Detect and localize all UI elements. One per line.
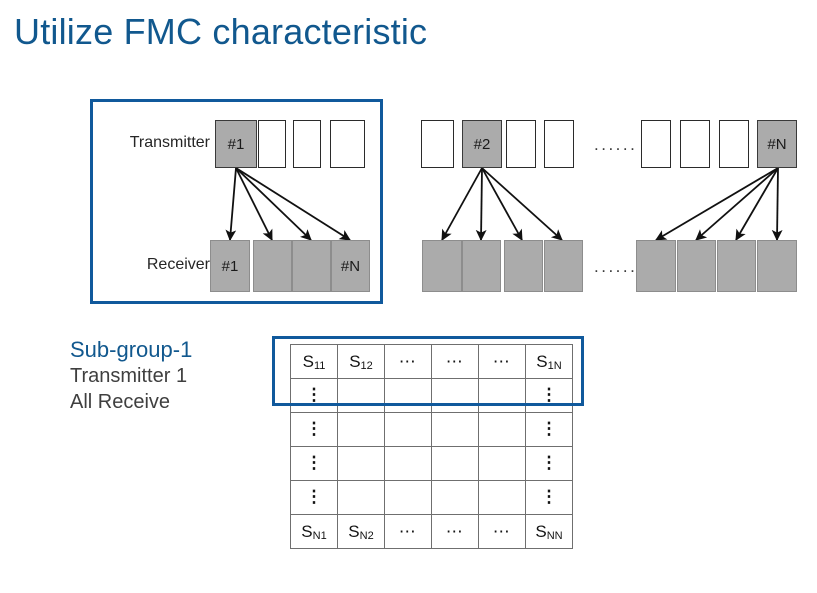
sub-group-1-highlight bbox=[90, 99, 383, 304]
group-separator-dots-bottom: ...... bbox=[594, 257, 638, 276]
caption-line-transmitter: Transmitter 1 bbox=[70, 365, 188, 388]
matrix-cell-r3-c2[interactable] bbox=[337, 412, 385, 447]
matrix-cell-r1-c3[interactable]: ⋯ bbox=[384, 344, 432, 379]
transmitter-box-g1-1[interactable]: #1 bbox=[215, 120, 257, 168]
matrix-row: ⋮ ⋮ bbox=[290, 378, 573, 413]
matrix-cell-r2-c5[interactable] bbox=[478, 378, 526, 413]
transmitter-box-g2-2[interactable]: #2 bbox=[462, 120, 502, 168]
matrix-cell-r4-c6[interactable]: ⋮ bbox=[525, 446, 573, 481]
receiver-box-g2-1[interactable] bbox=[422, 240, 462, 292]
matrix-cell-r5-c6[interactable]: ⋮ bbox=[525, 480, 573, 515]
receiver-box-gn-4[interactable] bbox=[757, 240, 797, 292]
arrows-group-2 bbox=[441, 167, 563, 242]
transmitter-box-gn-3[interactable] bbox=[719, 120, 749, 168]
matrix-row: ⋮ ⋮ bbox=[290, 480, 573, 515]
transmitter-box-gn-2[interactable] bbox=[680, 120, 710, 168]
transmitter-box-g1-2[interactable] bbox=[258, 120, 286, 168]
receiver-box-gn-1[interactable] bbox=[636, 240, 676, 292]
transmitter-box-g2-1[interactable] bbox=[421, 120, 454, 168]
matrix-cell-r6-c3[interactable]: ⋯ bbox=[384, 514, 432, 549]
matrix-cell-r6-c2[interactable]: SN2 bbox=[337, 514, 385, 549]
matrix-cell-r1-c2[interactable]: S12 bbox=[337, 344, 385, 379]
matrix-cell-r2-c3[interactable] bbox=[384, 378, 432, 413]
matrix-cell-r2-c1[interactable]: ⋮ bbox=[290, 378, 338, 413]
receiver-box-g1-1[interactable]: #1 bbox=[210, 240, 250, 292]
transmitter-box-g2-4[interactable] bbox=[544, 120, 574, 168]
matrix-row-1-highlight bbox=[272, 336, 584, 406]
matrix-cell-r3-c1[interactable]: ⋮ bbox=[290, 412, 338, 447]
matrix-cell-r4-c3[interactable] bbox=[384, 446, 432, 481]
matrix-cell-r4-c1[interactable]: ⋮ bbox=[290, 446, 338, 481]
matrix-cell-r3-c6[interactable]: ⋮ bbox=[525, 412, 573, 447]
matrix-cell-r4-c2[interactable] bbox=[337, 446, 385, 481]
matrix-cell-r2-c2[interactable] bbox=[337, 378, 385, 413]
matrix-cell-r5-c4[interactable] bbox=[431, 480, 479, 515]
transmitter-box-gn-1[interactable] bbox=[641, 120, 671, 168]
matrix-cell-r3-c5[interactable] bbox=[478, 412, 526, 447]
arrows-group-n bbox=[655, 167, 783, 242]
matrix-cell-r1-c5[interactable]: ⋯ bbox=[478, 344, 526, 379]
caption-block: Sub-group-1 Transmitter 1 All Receive bbox=[70, 336, 270, 415]
receiver-box-g2-4[interactable] bbox=[544, 240, 583, 292]
group-separator-dots-top: ...... bbox=[594, 135, 638, 154]
matrix-cell-r1-c4[interactable]: ⋯ bbox=[431, 344, 479, 379]
transmitter-box-g2-3[interactable] bbox=[506, 120, 536, 168]
transmitter-box-g1-4[interactable] bbox=[330, 120, 365, 168]
matrix-cell-r6-c5[interactable]: ⋯ bbox=[478, 514, 526, 549]
receiver-box-g2-2[interactable] bbox=[462, 240, 501, 292]
page-title: Utilize FMC characteristic bbox=[14, 11, 428, 52]
matrix-row: ⋮ ⋮ bbox=[290, 412, 573, 447]
matrix-cell-r3-c4[interactable] bbox=[431, 412, 479, 447]
receiver-box-g1-2[interactable] bbox=[253, 240, 292, 292]
matrix-cell-r6-c4[interactable]: ⋯ bbox=[431, 514, 479, 549]
matrix-cell-r4-c5[interactable] bbox=[478, 446, 526, 481]
matrix-cell-r5-c3[interactable] bbox=[384, 480, 432, 515]
receiver-box-gn-2[interactable] bbox=[677, 240, 716, 292]
matrix-cell-r5-c1[interactable]: ⋮ bbox=[290, 480, 338, 515]
matrix-cell-r6-c1[interactable]: SN1 bbox=[290, 514, 338, 549]
transmitter-box-g1-3[interactable] bbox=[293, 120, 321, 168]
matrix-cell-r6-c6[interactable]: SNN bbox=[525, 514, 573, 549]
transmitter-box-gn-4[interactable]: #N bbox=[757, 120, 797, 168]
row-label-receiver: Receiver bbox=[146, 256, 210, 273]
arrows-group-1 bbox=[225, 167, 351, 242]
matrix-cell-r5-c5[interactable] bbox=[478, 480, 526, 515]
matrix-cell-r5-c2[interactable] bbox=[337, 480, 385, 515]
matrix-row: ⋮ ⋮ bbox=[290, 446, 573, 481]
receiver-box-gn-3[interactable] bbox=[717, 240, 756, 292]
matrix-cell-r2-c6[interactable]: ⋮ bbox=[525, 378, 573, 413]
receiver-box-g2-3[interactable] bbox=[504, 240, 543, 292]
row-label-transmitter: Transmitter bbox=[129, 134, 210, 151]
caption-line-receive: All Receive bbox=[70, 391, 171, 414]
matrix-cell-r4-c4[interactable] bbox=[431, 446, 479, 481]
receiver-box-g1-4[interactable]: #N bbox=[331, 240, 370, 292]
receiver-box-g1-3[interactable] bbox=[292, 240, 331, 292]
caption-title: Sub-group-1 bbox=[70, 337, 193, 362]
matrix-cell-r3-c3[interactable] bbox=[384, 412, 432, 447]
